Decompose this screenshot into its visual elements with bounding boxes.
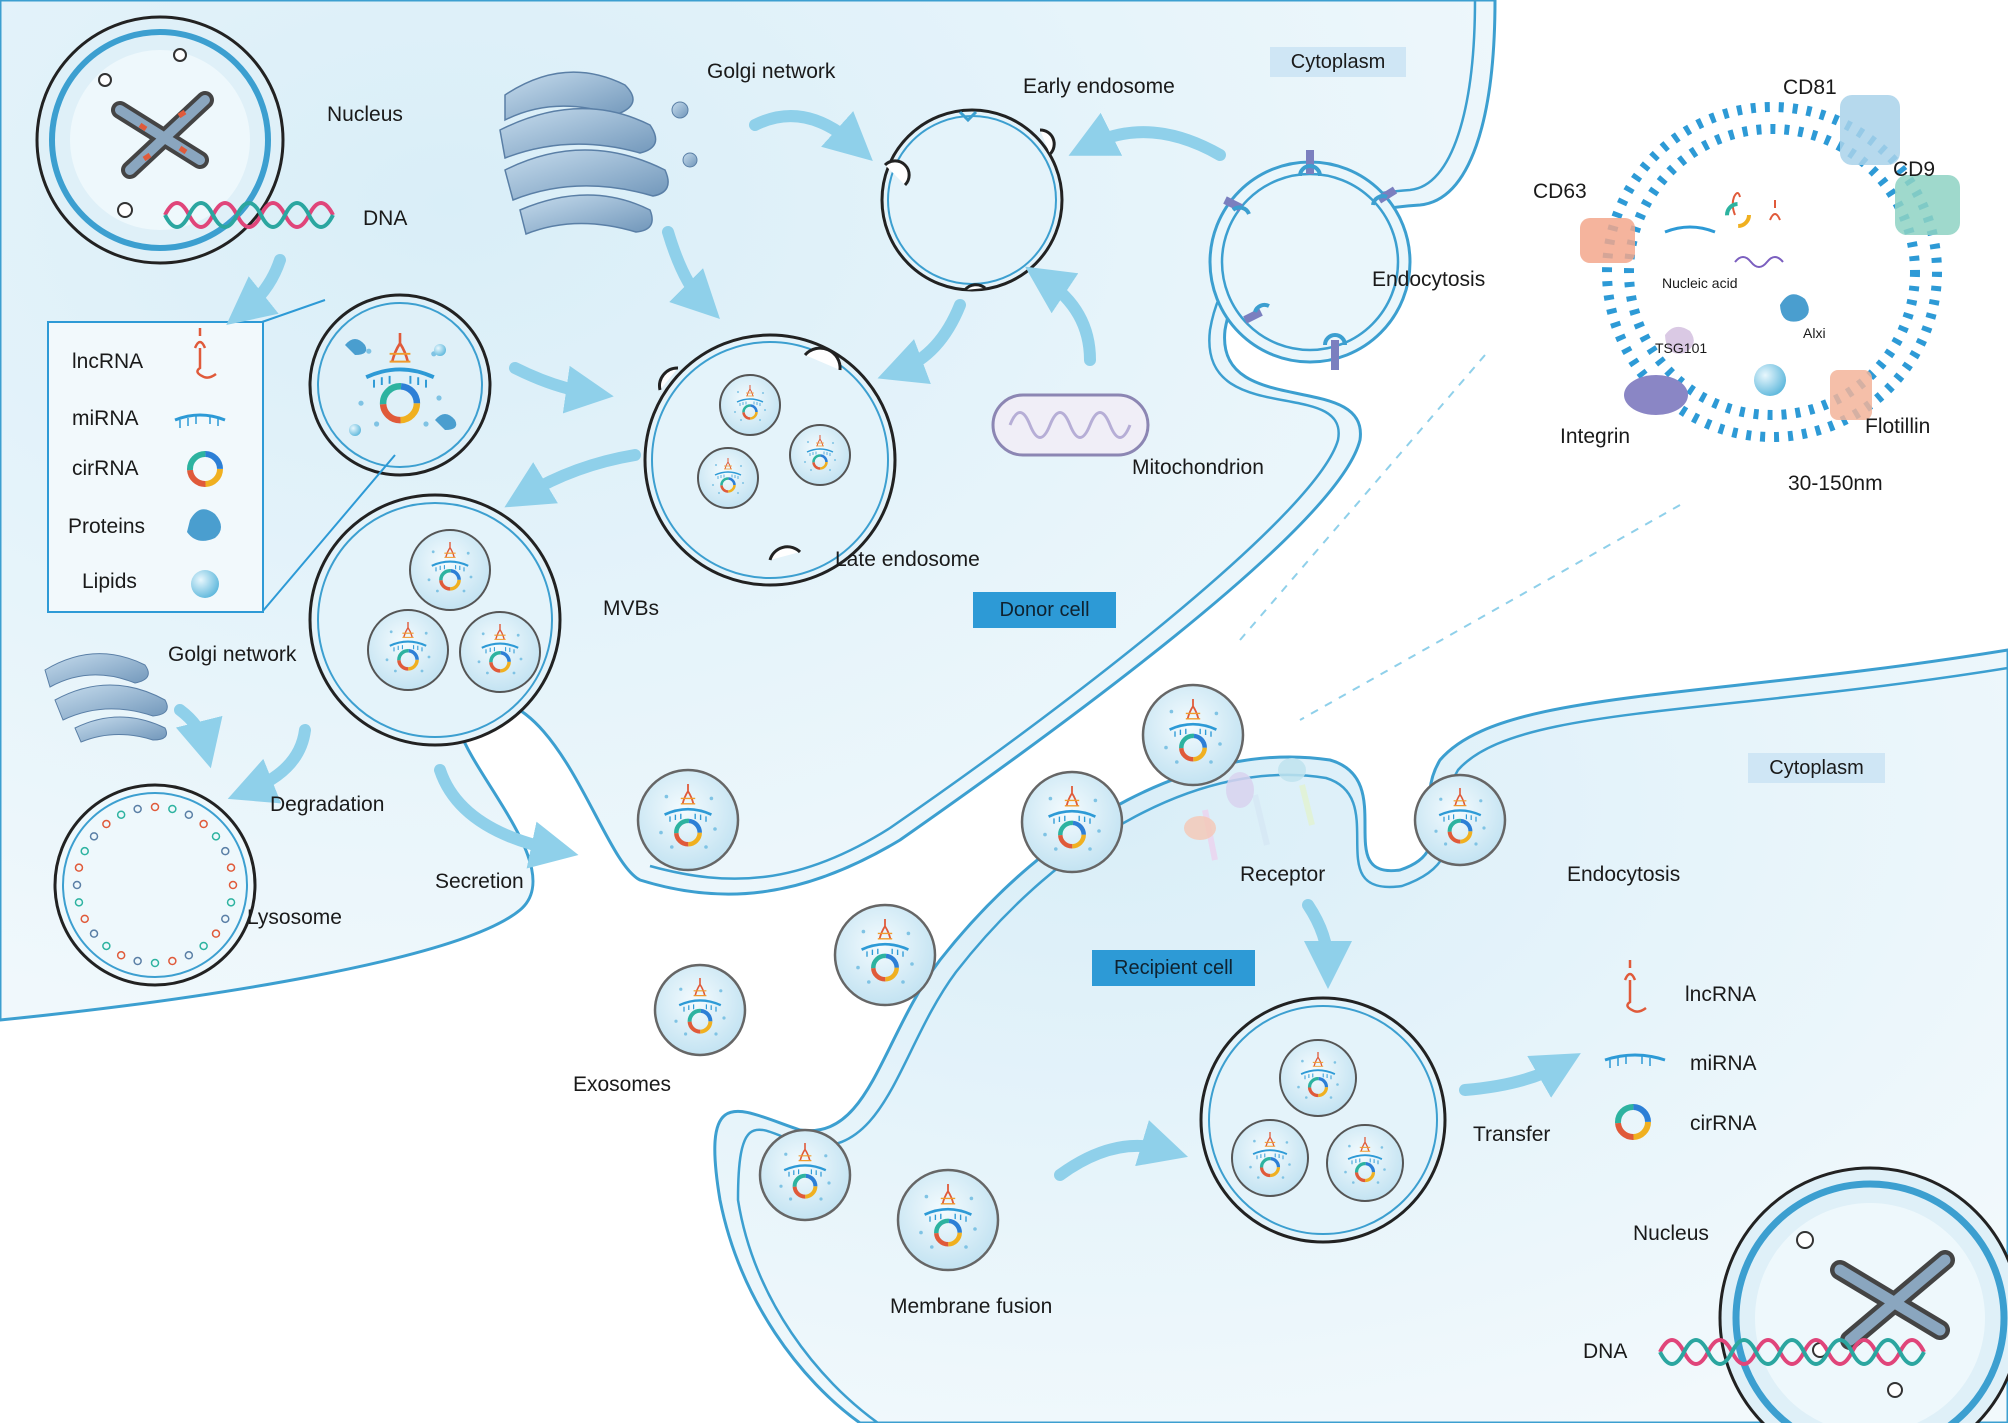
lysosome-granule xyxy=(168,804,177,814)
mvb xyxy=(308,493,562,747)
label-nucleus-top: Nucleus xyxy=(327,103,403,126)
lysosome-granule xyxy=(221,846,230,856)
late-endosome xyxy=(643,333,897,587)
lysosome-granule xyxy=(150,958,160,968)
label-golgi-left: Golgi network xyxy=(168,643,297,666)
lysosome-granule xyxy=(116,810,126,819)
legend-cargo-lipids: Lipids xyxy=(82,570,137,593)
lysosome-granule xyxy=(199,819,208,829)
lysosome-granule xyxy=(199,941,208,951)
label-degradation: Degradation xyxy=(270,793,385,816)
exosome-structure-detail xyxy=(1580,95,1960,442)
lysosome-granule xyxy=(116,951,126,960)
cargo-vesicle xyxy=(308,293,492,477)
legend-cargo-mirna: miRNA xyxy=(72,407,139,430)
recipient-cell-membrane-inner xyxy=(736,666,2008,1423)
lysosome-granule xyxy=(150,802,160,812)
legend-transfer-mirna: miRNA xyxy=(1690,1052,1757,1075)
tag-cytoplasm-bottom: Cytoplasm xyxy=(1748,753,1885,783)
label-late-endosome: Late endosome xyxy=(835,548,980,571)
label-cd9: CD9 xyxy=(1893,158,1936,181)
lysosome-granule xyxy=(211,929,221,938)
lysosome-granule xyxy=(184,951,194,960)
lysosome-granule xyxy=(89,832,99,841)
lysosome-granule xyxy=(133,956,142,966)
label-cd63: CD63 xyxy=(1533,180,1587,203)
cargo-legend-box xyxy=(47,321,264,613)
tag-recipient-cell: Recipient cell xyxy=(1092,950,1255,986)
label-transfer: Transfer xyxy=(1473,1123,1551,1146)
mitochondrion xyxy=(991,393,1150,457)
lysosome-granule xyxy=(80,846,89,856)
label-receptor: Receptor xyxy=(1240,863,1326,886)
label-lysosome: Lysosome xyxy=(247,906,342,929)
recipient-mvb xyxy=(1199,996,1447,1244)
label-flotillin: Flotillin xyxy=(1865,415,1931,438)
tag-donor-cell: Donor cell xyxy=(973,592,1116,628)
lysosome-granule xyxy=(221,914,230,924)
label-integrin: Integrin xyxy=(1560,425,1631,448)
legend-transfer-lncrna: lncRNA xyxy=(1685,983,1757,1006)
legend-cargo-cirrna: cirRNA xyxy=(72,457,139,480)
label-endocytosis-bottom: Endocytosis xyxy=(1567,863,1681,886)
legend-transfer-cirrna: cirRNA xyxy=(1690,1112,1757,1135)
lysosome-granule xyxy=(74,863,84,872)
nucleus-bottom xyxy=(1718,1166,2008,1423)
lysosome-granule xyxy=(72,880,82,890)
label-mvbs: MVBs xyxy=(603,597,660,620)
donor-cell-membrane-inner xyxy=(649,0,1477,880)
lysosome-granule xyxy=(133,804,142,814)
lysosome-granule xyxy=(80,914,89,924)
lysosome-granule xyxy=(89,929,99,938)
tag-cytoplasm-top: Cytoplasm xyxy=(1270,47,1406,77)
label-secretion: Secretion xyxy=(435,870,524,893)
label-nucleic-acid: Nucleic acid xyxy=(1662,275,1738,291)
dna-helix-bottom xyxy=(1658,1338,1926,1366)
lysosome xyxy=(53,783,257,987)
label-early-endosome: Early endosome xyxy=(1023,75,1175,98)
lysosome-granule xyxy=(226,863,236,872)
nucleus-top xyxy=(35,15,285,265)
lysosome-granule xyxy=(228,880,238,890)
label-membrane-fusion: Membrane fusion xyxy=(890,1295,1053,1318)
cargo-legend-icons xyxy=(174,328,226,598)
lysosome-granule xyxy=(74,898,84,907)
exosomes xyxy=(636,683,1507,1272)
lysosome-granule xyxy=(102,819,111,829)
label-nucleus-bottom: Nucleus xyxy=(1633,1222,1709,1245)
label-size: 30-150nm xyxy=(1788,472,1883,495)
label-cd81: CD81 xyxy=(1783,76,1837,99)
golgi-network-top xyxy=(499,71,698,236)
pathway-arrows xyxy=(174,110,1581,1181)
endocytosis-pit-top xyxy=(1208,150,1412,370)
label-mitochondrion: Mitochondrion xyxy=(1132,456,1264,479)
label-tsg101: TSG101 xyxy=(1655,340,1708,356)
lysosome-granule xyxy=(226,898,236,907)
label-endocytosis-top: Endocytosis xyxy=(1372,268,1486,291)
legend-cargo-proteins: Proteins xyxy=(68,515,146,538)
label-dna-bottom: DNA xyxy=(1583,1340,1628,1363)
dna-helix-top xyxy=(163,201,335,229)
label-golgi-top: Golgi network xyxy=(707,60,836,83)
transfer-legend-icons xyxy=(1604,960,1666,1140)
legend-cargo-lncrna: lncRNA xyxy=(72,350,144,373)
label-alxi: Alxi xyxy=(1803,325,1826,341)
lysosome-granule xyxy=(102,941,111,951)
lysosome-granule xyxy=(211,832,221,841)
early-endosome xyxy=(880,108,1064,292)
golgi-network-left xyxy=(44,653,168,743)
label-exosomes: Exosomes xyxy=(573,1073,672,1096)
receptors xyxy=(1184,758,1315,861)
lysosome-granule xyxy=(184,810,194,819)
lysosome-granule xyxy=(168,956,177,966)
label-dna-top: DNA xyxy=(363,207,408,230)
